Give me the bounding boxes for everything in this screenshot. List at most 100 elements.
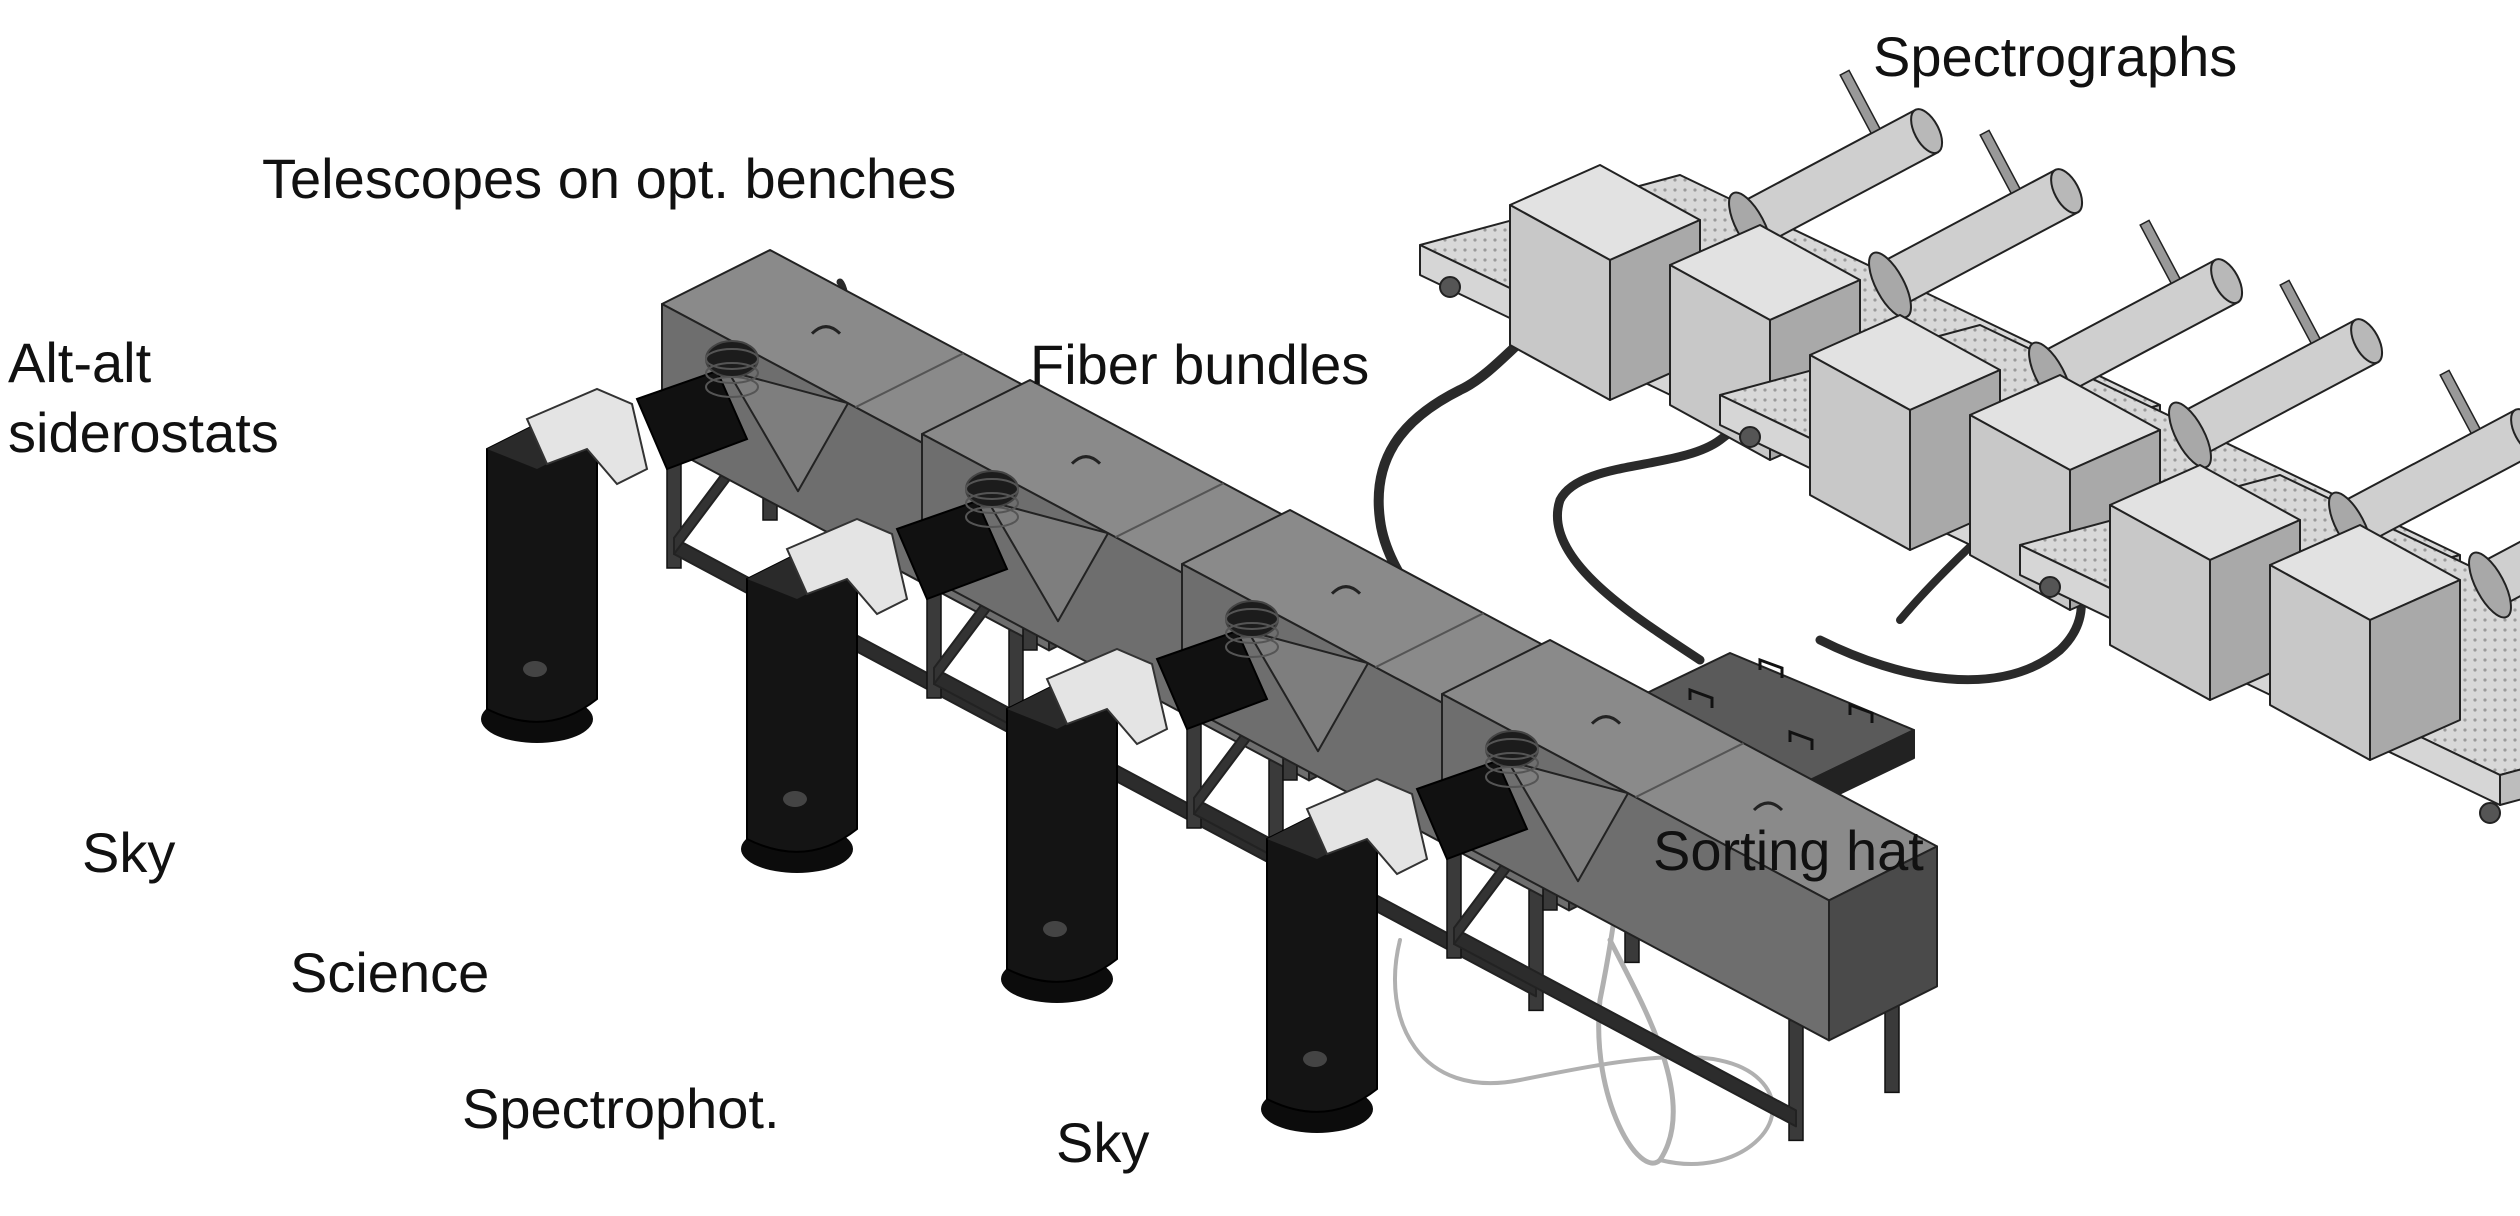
barrel-post [2139, 219, 2182, 285]
fiber-cable [1393, 938, 1775, 1166]
siderostat-tube [635, 340, 759, 471]
alt-alt-siderostat [1001, 677, 1118, 1003]
siderostat-hole [523, 661, 547, 677]
tube-coil-ring [1225, 636, 1279, 658]
siderostat-arm [785, 517, 909, 616]
siderostat-arm [1045, 647, 1169, 746]
housing-seam [855, 352, 964, 409]
caster-wheel [2039, 576, 2061, 598]
label-sorting-hat: Sorting hat [1653, 819, 1924, 882]
barrel-post [2439, 369, 2482, 435]
alt-alt-siderostat [1261, 807, 1378, 1133]
barrel-end [1910, 108, 1944, 155]
tube-coil-ring [1485, 752, 1539, 774]
siderostat-hole [783, 791, 807, 807]
housing-seam [1115, 482, 1224, 539]
spectrograph-barrel [2468, 468, 2520, 619]
barrel-flange [1868, 251, 1912, 319]
siderostat-pillar [486, 417, 598, 723]
siderostat-tube [1415, 730, 1539, 861]
arm-body [1305, 777, 1429, 876]
housing-handle [1070, 455, 1102, 465]
housing-seam [1635, 742, 1744, 799]
barrel-body [1737, 108, 1940, 248]
spectrograph-barrel [2168, 279, 2384, 469]
box-side [2369, 579, 2461, 761]
tube-coil-ring [705, 362, 759, 384]
siderostat-arm [1305, 777, 1429, 876]
sorting-hat-handle [1688, 687, 1714, 708]
sorting-hat-handle [1848, 702, 1874, 723]
caster-wheel [2479, 802, 2501, 824]
siderostat-tube [1155, 600, 1279, 731]
label-fiber-bundles: Fiber bundles [1030, 333, 1370, 396]
barrel-end [2210, 258, 2244, 305]
barrel-end [2510, 408, 2520, 455]
alt-alt-siderostat [741, 547, 858, 873]
tube-coil-ring [965, 506, 1019, 528]
siderostat-pillar [1266, 807, 1378, 1113]
caster-wheel [1739, 426, 1761, 448]
housing-seam [1375, 612, 1484, 669]
spectrograph-platform-side [2499, 768, 2520, 806]
tube-coil-ring [1225, 608, 1279, 630]
siderostat-hole [1303, 1051, 1327, 1067]
housing-funnel [1247, 630, 1369, 753]
sorting-hat-handle [1758, 657, 1784, 678]
label-spectrophot: Spectrophot. [462, 1077, 780, 1140]
label-sky-2: Sky [1056, 1111, 1150, 1174]
housing-side [1828, 845, 1938, 1042]
siderostat-tube [895, 470, 1019, 601]
tube-coil-top [965, 470, 1019, 508]
tube-coil-top [705, 340, 759, 378]
siderostat-pillar [746, 547, 858, 853]
housing-funnel [987, 500, 1109, 623]
label-siderostats: siderostats [8, 401, 279, 464]
label-telescopes-on-benches: Telescopes on opt. benches [262, 147, 957, 210]
tube-coil-top [1485, 730, 1539, 768]
arm-body [785, 517, 909, 616]
spectrograph-box [2269, 524, 2461, 761]
tube-coil-ring [705, 376, 759, 398]
siderostat-hole [1043, 921, 1067, 937]
tube-coil-ring [1485, 738, 1539, 760]
sorting-hat-handle [1788, 729, 1814, 750]
barrel-flange [2468, 551, 2512, 619]
tube-coil-ring [705, 348, 759, 370]
label-alt-alt: Alt-alt [8, 331, 152, 394]
alt-alt-siderostat [481, 417, 598, 743]
caster-wheel [1439, 276, 1461, 298]
spectrograph-unit [2019, 369, 2520, 824]
siderostat-arm [525, 387, 649, 486]
siderostat-pillar [1006, 677, 1118, 983]
telescope-housing [1441, 639, 1938, 1042]
arm-body [525, 387, 649, 486]
barrel-body [1877, 168, 2080, 308]
barrel-post [1839, 69, 1882, 135]
arm-body [1045, 647, 1169, 746]
barrel-body [2177, 318, 2380, 458]
label-spectrographs: Spectrographs [1873, 25, 2238, 88]
housing-funnel [1507, 760, 1629, 883]
telescope-units [481, 249, 1938, 1142]
barrel-post [1979, 129, 2022, 195]
housing-handle [1752, 801, 1784, 812]
spectrograph-barrel [2328, 369, 2520, 559]
housing-handle [1590, 715, 1622, 725]
housing-handle [810, 325, 842, 335]
spectrograph-group [1419, 69, 2520, 824]
label-sky-1: Sky [82, 821, 176, 884]
tube-coil-ring [1225, 622, 1279, 644]
barrel-flange [2168, 401, 2212, 469]
barrel-end [2050, 168, 2084, 215]
housing-handle [1330, 585, 1362, 595]
tube-coil-ring [965, 478, 1019, 500]
housing-funnel [727, 370, 849, 493]
tube-coil-ring [1485, 766, 1539, 788]
tube-coil-top [1225, 600, 1279, 638]
barrel-end [2350, 318, 2384, 365]
barrel-body [2037, 258, 2240, 398]
tube-coil-ring [965, 492, 1019, 514]
barrel-post [2279, 279, 2322, 345]
